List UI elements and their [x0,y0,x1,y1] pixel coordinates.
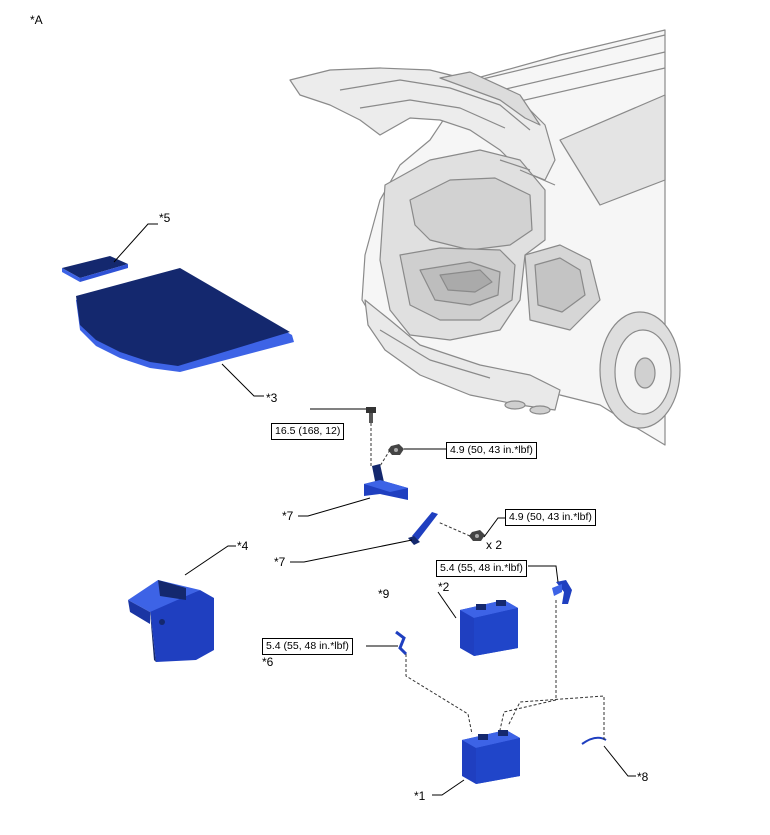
callout-3: *3 [266,391,278,405]
callout-1: *1 [414,789,426,803]
torque-clamp-left: 5.4 (55, 48 in.*lbf) [262,638,353,655]
figure-label: *A [30,13,43,27]
callout-2: *2 [438,580,450,594]
callout-7-lower: *7 [274,555,286,569]
clamp-right-part [552,580,572,604]
torque-nut-bracket: 4.9 (50, 43 in.*lbf) [446,442,537,459]
callout-8: *8 [637,770,649,784]
callout-5: *5 [159,211,171,225]
dashed-connectors [370,423,605,740]
battery-lower-part [462,730,520,784]
small-board-part [62,256,128,282]
bar-lower-part [408,512,438,545]
side-box-part [128,580,214,662]
torque-nut-bar: 4.9 (50, 43 in.*lbf) [505,509,596,526]
clamp-left-part [395,630,408,656]
torque-bolt-top: 16.5 (168, 12) [271,423,345,440]
bracket-upper-part [364,464,408,500]
callout-7-upper: *7 [282,509,294,523]
leader-lines [113,223,636,796]
callout-4: *4 [237,539,249,553]
torque-clamp-right: 5.4 (55, 48 in.*lbf) [436,560,527,577]
quantity-label: x 2 [486,538,503,552]
callout-9: *9 [378,587,390,601]
callout-6: *6 [262,655,274,669]
cable-part [581,736,607,745]
nut-bar [469,530,485,541]
bolt-top [366,407,376,423]
deck-board-part [76,268,294,372]
vehicle-illustration [289,29,681,446]
battery-upper-part [460,600,518,656]
nut-bracket [388,444,404,455]
